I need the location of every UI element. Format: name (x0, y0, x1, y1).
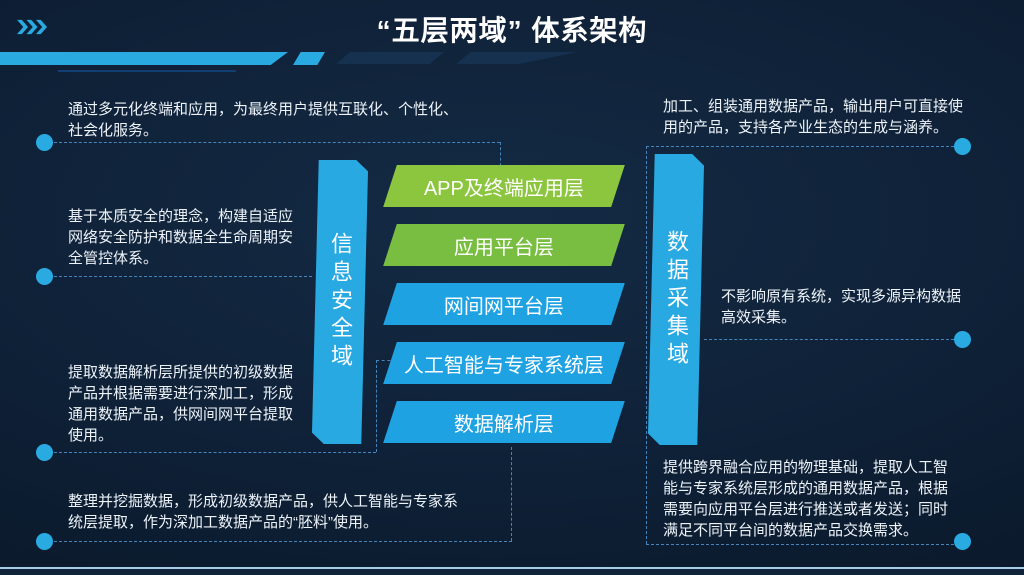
bullet-dot (954, 138, 971, 155)
bottom-band (0, 569, 1024, 575)
connector-dashed-line (704, 339, 954, 340)
layer-application-platform: 应用平台层 (383, 224, 625, 266)
bottom-accent-rule (0, 567, 1024, 569)
layer-label: 网间网平台层 (444, 295, 564, 318)
annotation-application-platform: 加工、组装通用数据产品，输出用户可直接使 用的产品，支持各产业生态的生成与涵养。 (663, 98, 964, 136)
connector-dashed-line (646, 544, 954, 545)
annotation-security-domain: 基于本质安全的理念，构建自适应 网络安全防护和数据全生命周期安 全管控体系。 (68, 208, 294, 267)
annotation-app-layer: 通过多元化终端和应用，为最终用户提供互联化、个性化、 社会化服务。 (68, 101, 459, 139)
header-dark-stripe-tapered (456, 52, 578, 64)
annotation-data-parsing-layer: 整理并挖掘数据，形成初级数据产品，供人工智能与专家系 统层提取，作为深加工数据产… (68, 493, 459, 531)
bullet-dot (954, 331, 971, 348)
connector-dashed-line (646, 146, 647, 544)
layer-data-parsing: 数据解析层 (383, 401, 625, 443)
domain-bar-information-security: 信息安全域 (312, 160, 368, 444)
connector-dashed-line (54, 452, 376, 453)
connector-dashed-line (54, 142, 500, 143)
domain-label: 数据采集域 (664, 229, 689, 370)
layer-app-terminal: APP及终端应用层 (383, 165, 625, 207)
triple-chevron-icon (17, 19, 47, 40)
bullet-dot (954, 533, 971, 550)
connector-dashed-line (54, 276, 312, 277)
connector-dashed-line (54, 541, 512, 542)
connector-dashed-line (511, 447, 512, 541)
annotation-ai-layer: 提取数据解析层所提供的初级数据 产品并根据需要进行深加工，形成 通用数据产品，供… (68, 364, 294, 444)
bullet-dot (36, 444, 53, 461)
bullet-dot (36, 268, 53, 285)
connector-dashed-line (646, 146, 954, 147)
page-title: “五层两域” 体系架构 (376, 15, 648, 46)
header-dark-stripe (336, 52, 444, 64)
domain-bar-data-collection: 数据采集域 (648, 154, 704, 445)
layer-label: APP及终端应用层 (423, 177, 585, 200)
header-accent-stripe-small (293, 52, 325, 65)
layer-label: 应用平台层 (454, 236, 554, 259)
header-accent-stripe (0, 52, 288, 65)
layer-label: 人工智能与专家系统层 (404, 354, 604, 377)
connector-dashed-line (376, 360, 377, 452)
annotation-collection-domain: 不影响原有系统，实现多源异构数据 高效采集。 (721, 288, 962, 326)
annotation-internet-platform: 提供跨界融合应用的物理基础，提取人工智 能与专家系统层形成的通用数据产品，根据 … (663, 459, 949, 539)
connector-dashed-line (376, 360, 396, 361)
connector-dashed-line (500, 142, 501, 166)
bullet-dot (36, 134, 53, 151)
layer-ai-expert-system: 人工智能与专家系统层 (383, 342, 625, 384)
header-thin-rule (58, 70, 236, 72)
domain-label: 信息安全域 (328, 232, 353, 372)
bullet-dot (36, 533, 53, 550)
layer-label: 数据解析层 (454, 413, 554, 436)
layer-internet-platform: 网间网平台层 (383, 283, 625, 325)
